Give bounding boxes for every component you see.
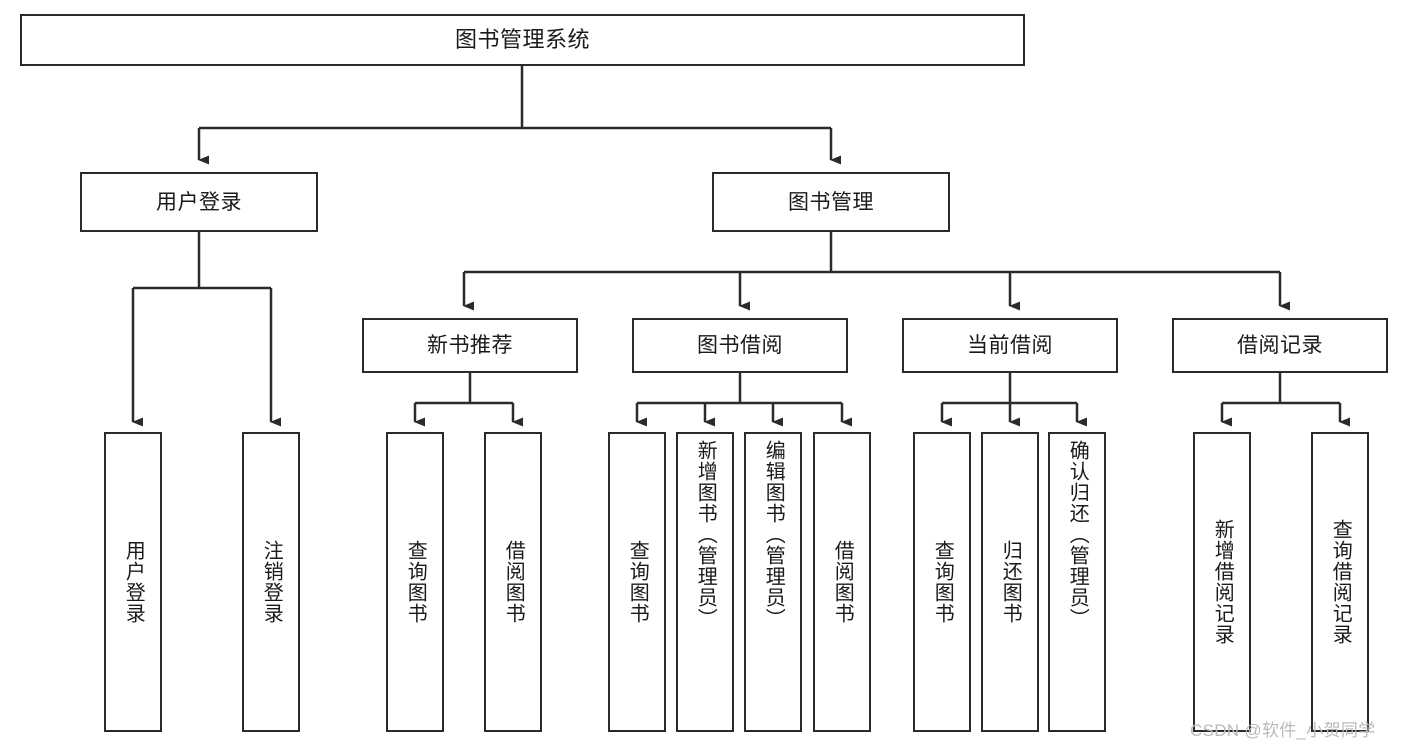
- node-current-borrowing[interactable]: 当前借阅: [902, 318, 1118, 373]
- leaf-new-book-borrow-books[interactable]: 借阅图书: [484, 432, 542, 732]
- leaf-book-borrow-add-book-admin[interactable]: 新增图书（管理员）: [676, 432, 734, 732]
- node-label: 归还图书: [999, 540, 1022, 624]
- leaf-current-borrow-confirm-return-admin[interactable]: 确认归还（管理员）: [1048, 432, 1106, 732]
- leaf-current-borrow-return-books[interactable]: 归还图书: [981, 432, 1039, 732]
- node-book-borrowing[interactable]: 图书借阅: [632, 318, 848, 373]
- node-label: 查询图书: [626, 540, 649, 624]
- leaf-book-borrow-borrow-books[interactable]: 借阅图书: [813, 432, 871, 732]
- node-root-book-management-system[interactable]: 图书管理系统: [20, 14, 1025, 66]
- node-label: 编辑图书（管理员）: [762, 440, 785, 629]
- leaf-record-query-borrow-record[interactable]: 查询借阅记录: [1311, 432, 1369, 732]
- leaf-record-add-borrow-record[interactable]: 新增借阅记录: [1193, 432, 1251, 732]
- node-label: 新增借阅记录: [1211, 519, 1234, 645]
- node-label: 用户登录: [156, 190, 242, 214]
- node-label: 借阅记录: [1237, 334, 1323, 357]
- node-label: 当前借阅: [967, 334, 1053, 357]
- leaf-user-login-logout[interactable]: 注销登录: [242, 432, 300, 732]
- node-label: 借阅图书: [502, 540, 525, 624]
- leaf-new-book-query-books[interactable]: 查询图书: [386, 432, 444, 732]
- node-label: 查询图书: [931, 540, 954, 624]
- node-new-book-recommendation[interactable]: 新书推荐: [362, 318, 578, 373]
- leaf-user-login-login[interactable]: 用户登录: [104, 432, 162, 732]
- node-label: 查询借阅记录: [1329, 519, 1352, 645]
- node-label: 图书管理系统: [454, 27, 590, 52]
- node-label: 查询图书: [404, 540, 427, 624]
- node-label: 新增图书（管理员）: [694, 440, 717, 629]
- node-label: 图书借阅: [697, 334, 783, 357]
- node-borrowing-records[interactable]: 借阅记录: [1172, 318, 1388, 373]
- node-label: 用户登录: [122, 540, 145, 624]
- node-label: 注销登录: [260, 540, 283, 624]
- node-label: 新书推荐: [427, 334, 513, 357]
- leaf-book-borrow-edit-book-admin[interactable]: 编辑图书（管理员）: [744, 432, 802, 732]
- node-label: 图书管理: [788, 190, 874, 214]
- node-user-login[interactable]: 用户登录: [80, 172, 318, 232]
- node-label: 借阅图书: [831, 540, 854, 624]
- leaf-current-borrow-query-books[interactable]: 查询图书: [913, 432, 971, 732]
- leaf-book-borrow-query-books[interactable]: 查询图书: [608, 432, 666, 732]
- csdn-watermark: CSDN @软件_小贺同学: [1190, 721, 1376, 740]
- node-book-management[interactable]: 图书管理: [712, 172, 950, 232]
- node-label: 确认归还（管理员）: [1066, 440, 1089, 629]
